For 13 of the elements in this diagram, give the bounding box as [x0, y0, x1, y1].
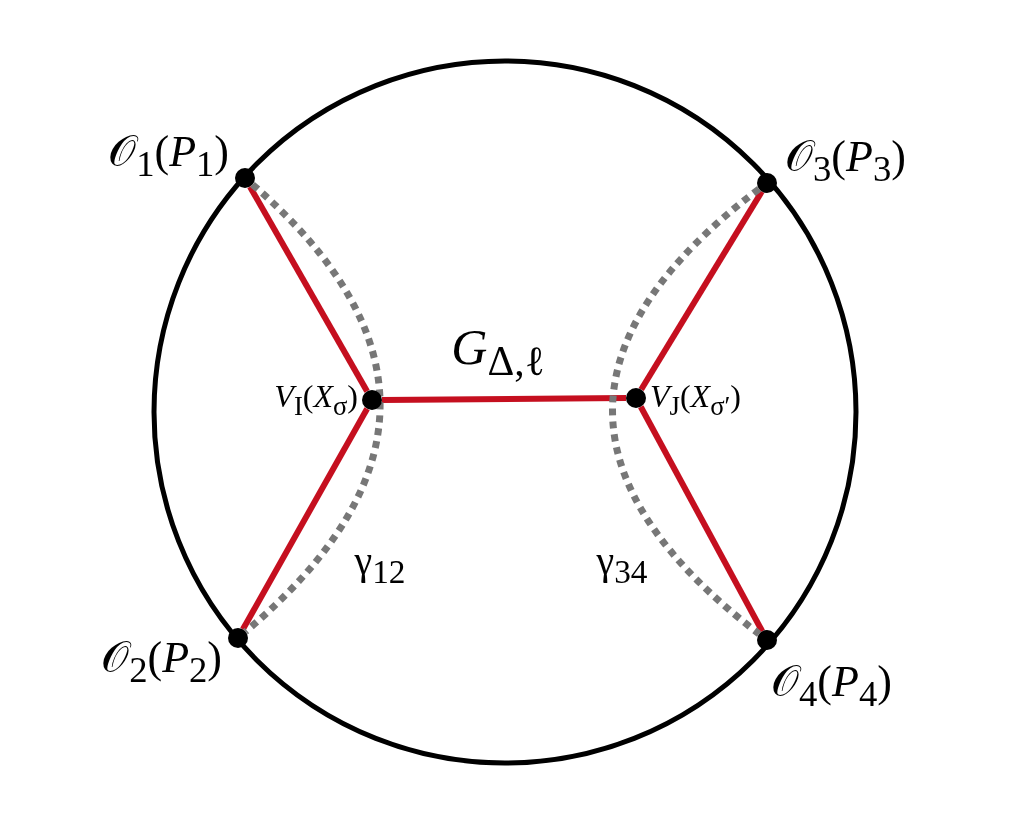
point-label: 𝒪$_{1}$(P$_{1}$) [108, 129, 229, 183]
point-label: V$_{J}$(X$_{σ′}$) [650, 380, 741, 420]
point-label: 𝒪$_{4}$(P$_{4}$) [771, 659, 892, 713]
propagator-line [638, 189, 765, 392]
propagator-line [638, 405, 765, 633]
point-label: 𝒪$_{3}$(P$_{3}$) [785, 134, 906, 188]
propagator-line [247, 185, 370, 393]
dashed-curve [243, 182, 384, 635]
point-label: 𝒪$_{2}$(P$_{2}$) [101, 635, 222, 689]
point-label: V$_{I}$(X$_{σ}$) [274, 380, 358, 420]
dashed-curve [609, 186, 762, 637]
propagator-line [240, 407, 370, 631]
propagator-line [381, 395, 627, 403]
